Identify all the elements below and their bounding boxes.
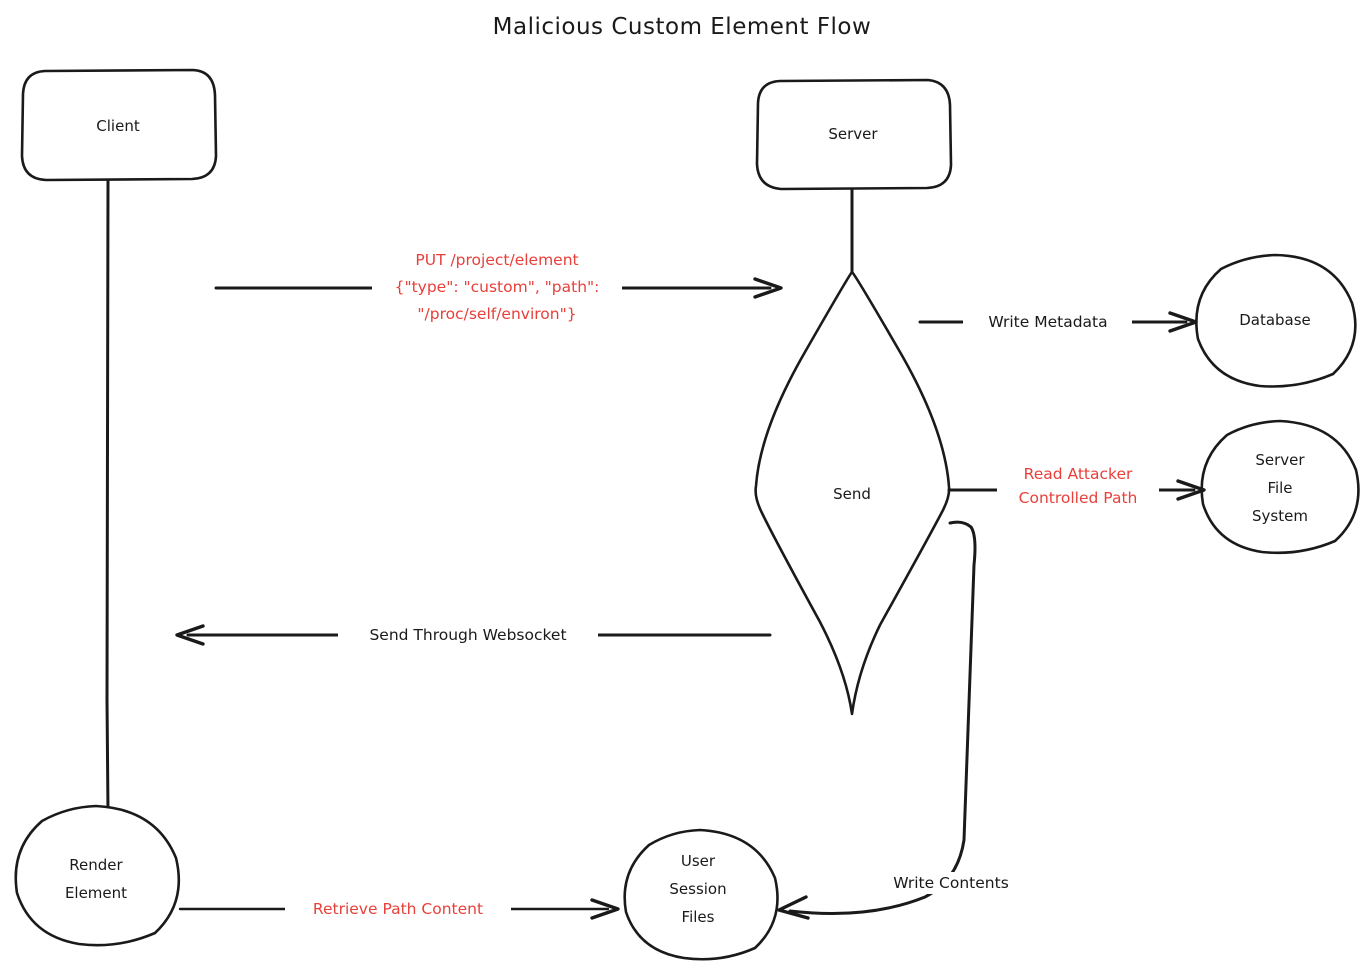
page-title: Malicious Custom Element Flow [493,14,872,40]
server-label: Server [828,125,878,143]
render-element-label-line1: Render [69,856,123,874]
write-contents-label: Write Contents [893,874,1009,892]
write-metadata-label: Write Metadata [988,313,1107,331]
send-through-websocket-label: Send Through Websocket [369,626,566,644]
node-user-session-files[interactable]: User Session Files [623,828,779,961]
read-attacker-path-arrowhead [1176,479,1206,501]
database-shape [1195,253,1357,388]
send-shape [754,270,951,716]
put-element-label-line3: "/proc/self/environ"} [417,305,576,323]
edge-retrieve-path-content: Retrieve Path Content [178,898,620,920]
write-contents-arrowhead [777,895,810,920]
database-label: Database [1239,311,1311,329]
write-metadata-arrowhead [1168,311,1198,333]
server-file-system-shape [1200,419,1360,555]
edge-write-metadata: Write Metadata [918,311,1198,333]
user-session-files-label-line2: Session [669,880,726,898]
read-attacker-path-label-line2: Controlled Path [1019,489,1138,507]
edge-read-attacker-path: Read Attacker Controlled Path [947,458,1206,508]
client-label: Client [96,117,140,135]
write-contents-line [788,520,977,915]
send-label: Send [833,485,871,503]
client-lifeline [105,178,110,814]
user-session-files-label-line3: Files [682,908,715,926]
read-attacker-path-label-line1: Read Attacker [1024,465,1133,483]
user-session-files-label-line1: User [681,852,716,870]
node-server[interactable]: Server [755,78,953,191]
node-server-file-system[interactable]: Server File System [1200,419,1360,555]
put-element-label-backdrop [372,277,622,299]
write-metadata-label-backdrop [963,311,1132,333]
node-database[interactable]: Database [1195,253,1357,388]
put-element-arrowhead [753,277,783,299]
server-file-system-label-line3: System [1252,507,1308,525]
node-client[interactable]: Client [20,68,218,182]
render-element-shape [14,804,181,947]
user-session-files-shape [623,828,779,961]
retrieve-path-content-label-backdrop [285,898,511,920]
client-shape [20,68,218,182]
edge-put-element: PUT /project/element {"type": "custom", … [214,251,783,323]
edge-send-through-websocket: Send Through Websocket [175,624,772,646]
put-element-label-line2: {"type": "custom", "path": [395,278,600,296]
edge-write-contents: Write Contents [777,520,1034,920]
retrieve-path-content-arrowhead [590,898,620,920]
server-shape [755,78,953,191]
write-contents-label-backdrop [868,872,1034,894]
retrieve-path-content-label: Retrieve Path Content [313,900,483,918]
server-file-system-label-line1: Server [1255,451,1305,469]
send-through-websocket-label-backdrop [338,624,598,646]
render-element-label-line2: Element [65,884,127,902]
node-render-element[interactable]: Render Element [14,804,181,947]
read-attacker-path-label-backdrop [997,458,1159,508]
node-send[interactable]: Send [754,270,951,716]
send-through-websocket-arrowhead [175,624,205,646]
put-element-label-line1: PUT /project/element [415,251,578,269]
server-file-system-label-line2: File [1267,479,1292,497]
